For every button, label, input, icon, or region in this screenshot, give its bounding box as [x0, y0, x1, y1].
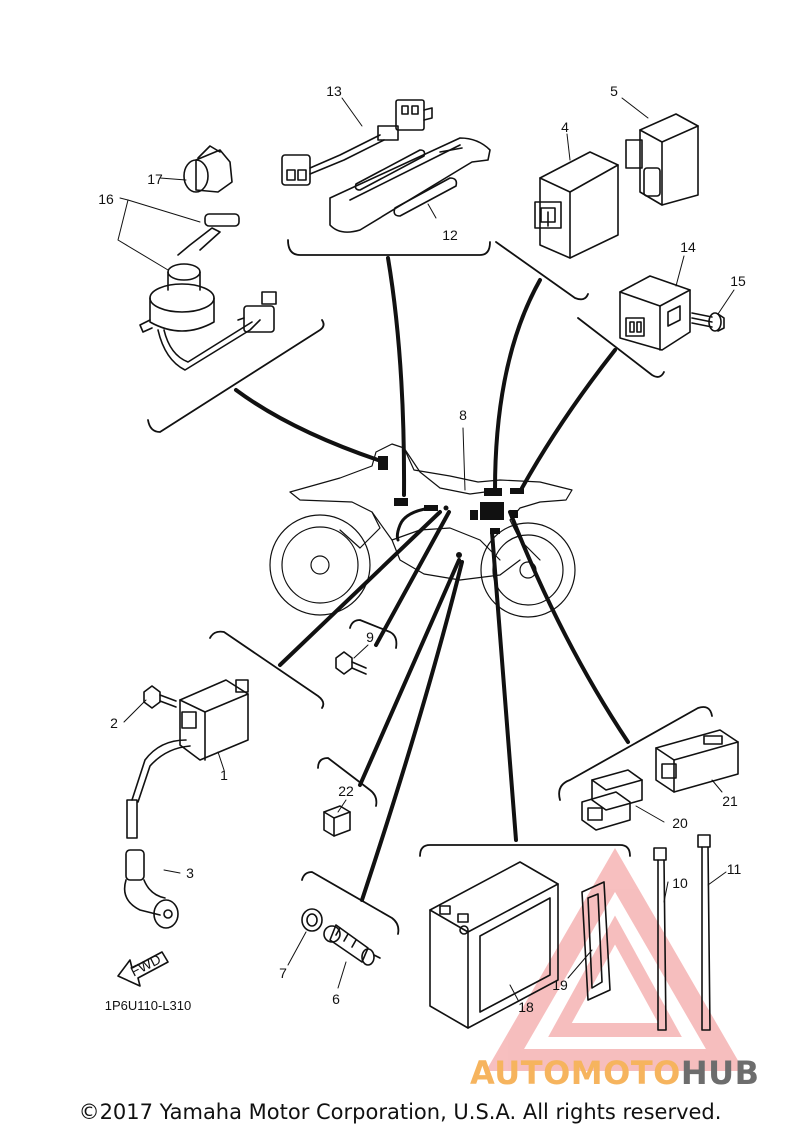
part-10-cable-tie — [653, 847, 667, 1031]
watermark-text-part1: AUTOMOTO — [470, 1054, 681, 1092]
callout-5: 5 — [610, 83, 618, 99]
callout-21: 21 — [722, 793, 738, 809]
part-11-cable-tie — [697, 834, 711, 1031]
part-16-main-switch — [139, 213, 277, 371]
callout-1: 1 — [220, 767, 228, 783]
copyright-notice: ©2017 Yamaha Motor Corporation, U.S.A. A… — [78, 1100, 722, 1124]
callout-18: 18 — [518, 999, 534, 1015]
callout-11: 11 — [727, 861, 742, 877]
leader-lines — [234, 256, 630, 902]
part-7-gasket — [301, 908, 323, 932]
callout-2: 2 — [110, 715, 118, 731]
callout-17: 17 — [147, 171, 163, 187]
part-17-key — [183, 145, 233, 193]
callout-labels: 1 2 3 4 5 6 7 8 9 10 11 12 13 14 15 16 1… — [98, 83, 746, 1015]
callout-19: 19 — [552, 977, 568, 993]
motorcycle-outline — [269, 443, 576, 618]
callout-16: 16 — [98, 191, 114, 207]
watermark-logo — [485, 848, 745, 1071]
part-18-battery — [429, 861, 559, 1029]
callout-6: 6 — [332, 991, 340, 1007]
callout-15: 15 — [730, 273, 746, 289]
callout-leaders — [117, 97, 735, 1001]
diagram-part-code: 1P6U110-L310 — [105, 998, 192, 1013]
callout-8: 8 — [459, 407, 467, 423]
callout-4: 4 — [561, 119, 569, 135]
part-14-relay — [619, 275, 691, 351]
callout-20: 20 — [672, 815, 688, 831]
callout-22: 22 — [338, 783, 354, 799]
part-22-fuse — [323, 805, 351, 837]
fwd-arrow — [117, 951, 169, 987]
bike-part-markers — [378, 456, 524, 558]
part-13-wire-harness — [281, 99, 433, 186]
callout-7: 7 — [279, 965, 287, 981]
callout-9: 9 — [366, 629, 374, 645]
part-4-cdi-unit — [534, 151, 619, 259]
part-1-ignition-coil — [126, 679, 249, 839]
part-21-connector — [655, 729, 739, 793]
callout-13: 13 — [326, 83, 342, 99]
callout-3: 3 — [186, 865, 194, 881]
callout-12: 12 — [442, 227, 458, 243]
part-5-relay — [625, 113, 699, 206]
part-2-bolt — [143, 685, 177, 709]
watermark-text: AUTOMOTOHUB — [470, 1054, 760, 1092]
part-12-plate — [329, 137, 491, 233]
fwd-label: FWD — [128, 951, 164, 980]
group-brackets — [147, 239, 713, 935]
callout-14: 14 — [680, 239, 696, 255]
part-15-bolt — [691, 312, 725, 332]
part-3-spark-plug-cap — [123, 849, 179, 929]
part-9-bolt — [335, 651, 367, 675]
watermark-text-part2: HUB — [680, 1054, 760, 1092]
part-20-connector — [581, 769, 643, 831]
callout-10: 10 — [672, 875, 688, 891]
part-6-neutral-switch — [323, 924, 381, 966]
part-19-battery-band — [581, 881, 611, 1001]
